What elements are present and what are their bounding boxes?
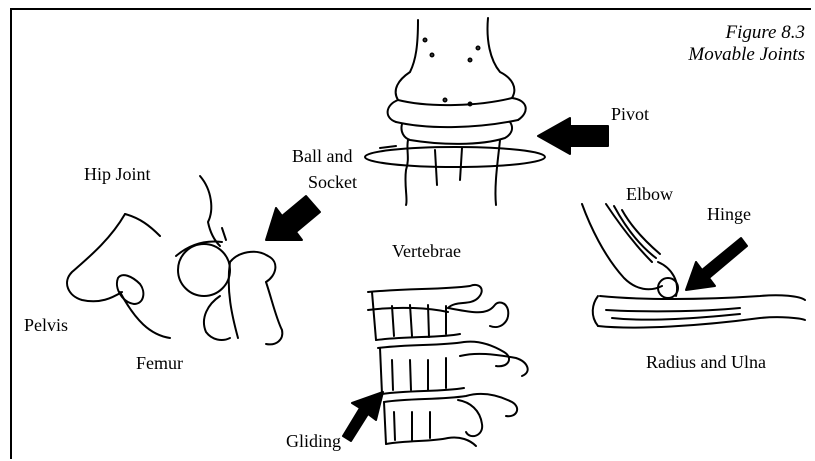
vertebrae-drawing: [368, 285, 528, 446]
figure-caption: Figure 8.3 Movable Joints: [688, 22, 805, 67]
hip-joint-drawing: [67, 176, 282, 344]
label-hip-joint: Hip Joint: [84, 164, 151, 185]
label-vertebrae: Vertebrae: [392, 241, 461, 262]
pivot-arrow: [538, 118, 608, 154]
label-ball-and: Ball and: [292, 146, 353, 167]
label-socket: Socket: [308, 172, 357, 193]
elbow-drawing: [582, 204, 805, 328]
figure-number: Figure 8.3: [688, 22, 805, 44]
label-pelvis: Pelvis: [24, 315, 68, 336]
figure-title: Movable Joints: [688, 44, 805, 66]
label-hinge: Hinge: [707, 204, 751, 225]
label-gliding: Gliding: [286, 431, 341, 452]
gliding-arrow: [343, 392, 383, 441]
hinge-arrow: [686, 238, 747, 290]
label-radius-ulna: Radius and Ulna: [646, 352, 766, 373]
ball-socket-arrow: [266, 196, 320, 240]
label-femur: Femur: [136, 353, 183, 374]
pivot-joint-drawing: [365, 18, 545, 205]
label-elbow: Elbow: [626, 184, 673, 205]
label-pivot: Pivot: [611, 104, 649, 125]
